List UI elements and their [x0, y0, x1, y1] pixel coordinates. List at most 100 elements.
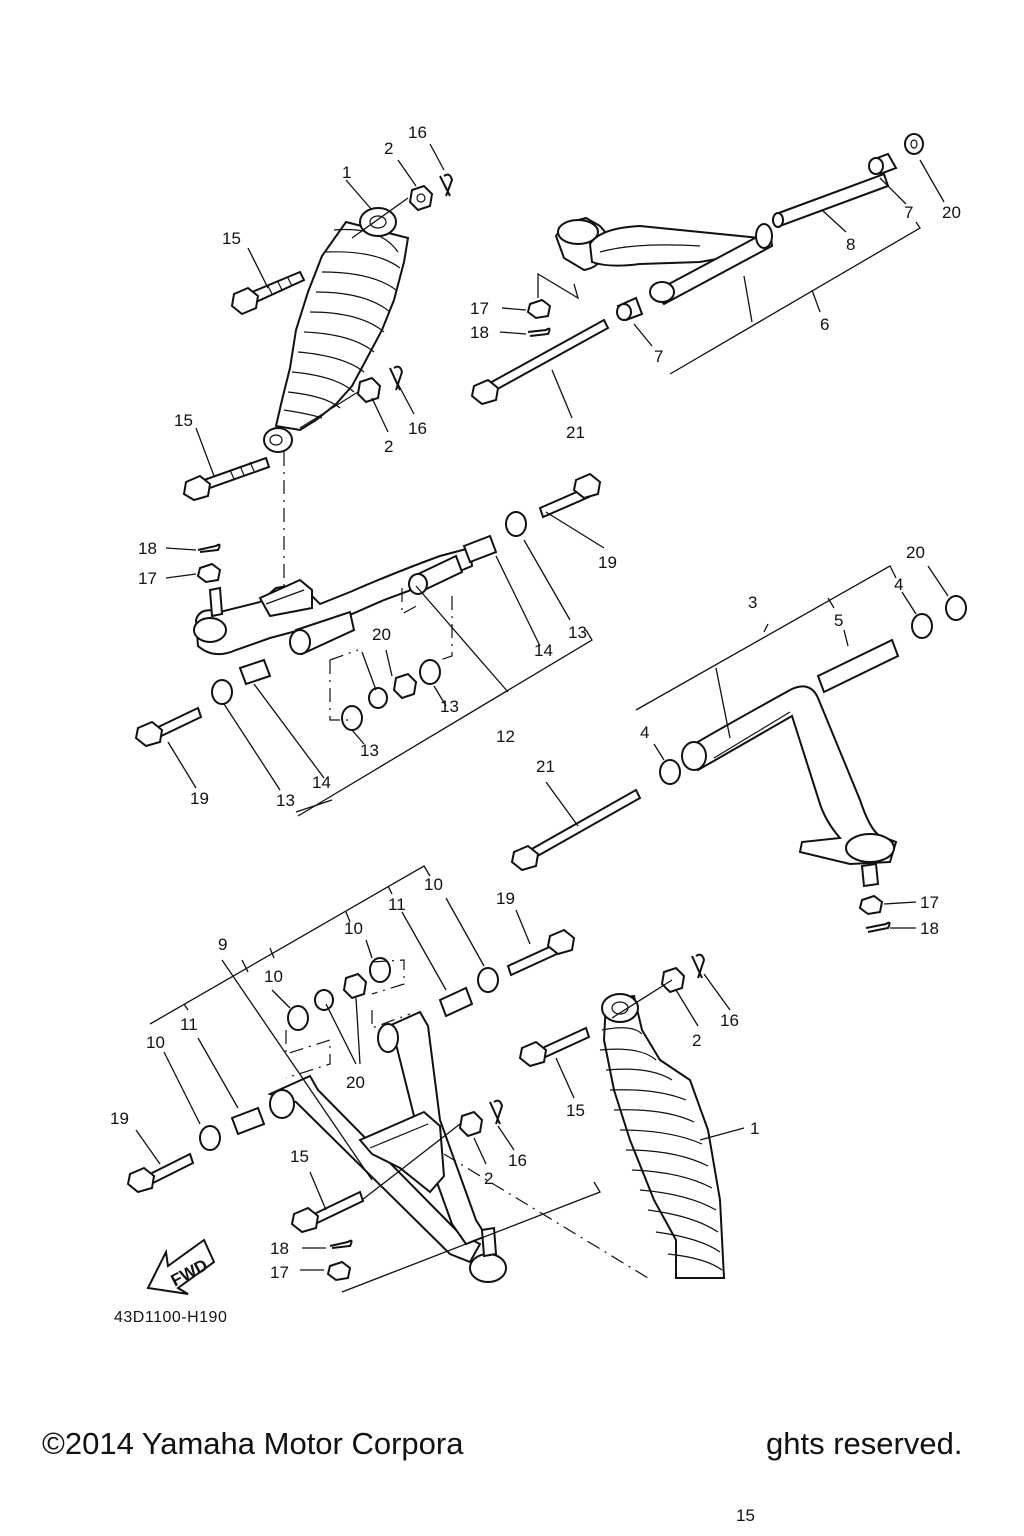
bush-10-right	[477, 967, 499, 993]
callout: 20	[346, 1073, 365, 1092]
callout: 13	[440, 697, 459, 716]
nut-2-mid	[356, 376, 382, 404]
callout: 15	[566, 1101, 585, 1120]
callout: 10	[264, 967, 283, 986]
callout: 19	[598, 553, 617, 572]
callout: 3	[748, 593, 757, 612]
bolt-15-lower-mid	[290, 1190, 365, 1234]
callout: 17	[270, 1263, 289, 1282]
footer-number: 15	[736, 1506, 755, 1525]
callout: 9	[218, 935, 227, 954]
callout: 12	[496, 727, 515, 746]
callout: 16	[720, 1011, 739, 1030]
part-code: 43D1100-H190	[114, 1309, 227, 1326]
callout: 7	[654, 347, 663, 366]
bush-13-left	[211, 679, 233, 705]
bush-4-right	[911, 613, 933, 639]
callout: 10	[146, 1033, 165, 1052]
bolt-15-lower	[182, 456, 271, 502]
callout: 2	[384, 139, 393, 158]
callout: 13	[276, 791, 295, 810]
callout: 18	[470, 323, 489, 342]
lower-arm-9	[267, 1010, 507, 1283]
upper-arm-6	[554, 133, 924, 322]
nut-2-lower-right	[660, 966, 686, 994]
bush-14-left	[238, 658, 272, 686]
callout: 11	[388, 895, 406, 914]
shock-absorber-upper	[263, 207, 410, 453]
nut-2-lower-mid	[458, 1110, 484, 1138]
callout: 14	[312, 773, 331, 792]
callout: 4	[640, 723, 649, 742]
nut-20-mid	[342, 972, 368, 1000]
washer-20-mid	[314, 989, 334, 1011]
callout: 2	[484, 1169, 493, 1188]
bolt-15-lower-right	[518, 1026, 591, 1068]
callout: 20	[942, 203, 961, 222]
callout: 19	[110, 1109, 129, 1128]
rod-5	[816, 638, 900, 694]
bolt-19-lower-left	[126, 1152, 195, 1194]
cotter-pin-18-top	[527, 327, 551, 337]
callout: 21	[536, 757, 555, 776]
callout: 4	[894, 575, 903, 594]
callout: 8	[846, 235, 855, 254]
nut-20-low	[392, 672, 418, 700]
callout-labels: 16 2 1 15 15 16 2 17 18 21 7 6 8 7 20 18…	[110, 123, 961, 1282]
cotter-pin-18-right	[865, 921, 891, 933]
bolt-21-top	[470, 318, 610, 406]
bush-10-mid	[287, 1005, 309, 1031]
callout: 16	[408, 419, 427, 438]
callout: 2	[692, 1031, 701, 1050]
bolt-19-left	[134, 706, 203, 748]
bush-10-lower-left	[199, 1125, 221, 1151]
callout: 1	[342, 163, 351, 182]
callout: 20	[372, 625, 391, 644]
bush-13-low	[341, 705, 363, 731]
nut-17-right	[858, 894, 884, 916]
bolt-21-mid	[510, 788, 642, 872]
shock-absorber-lower	[599, 993, 726, 1279]
nut-17-mid	[196, 562, 222, 584]
cotter-pin-16-lower-mid	[489, 1099, 504, 1125]
cotter-pin-16-top	[439, 173, 454, 197]
callout: 20	[906, 543, 925, 562]
callout: 15	[174, 411, 193, 430]
bush-10-top	[369, 957, 391, 983]
callout: 15	[222, 229, 241, 248]
lower-arm-12	[193, 546, 474, 656]
nut-17-top	[526, 298, 552, 320]
bush-4-left	[659, 759, 681, 785]
callout: 13	[360, 741, 379, 760]
bolt-19-lower-right	[506, 928, 576, 977]
cotter-pin-18-mid	[197, 543, 221, 553]
callout: 16	[508, 1151, 527, 1170]
callout: 14	[534, 641, 553, 660]
callout: 10	[424, 875, 443, 894]
callout: 6	[820, 315, 829, 334]
callout: 17	[138, 569, 157, 588]
nut-17-lower	[326, 1260, 352, 1282]
callout: 1	[750, 1119, 759, 1138]
bolt-19-right	[538, 472, 602, 519]
cotter-pin-16-mid	[389, 365, 404, 391]
nut-2-top	[408, 184, 434, 212]
callout: 11	[180, 1015, 198, 1034]
callout: 15	[290, 1147, 309, 1166]
cotter-pin-16-lower-right	[691, 953, 706, 979]
callout: 17	[470, 299, 489, 318]
copyright-text-right: ghts reserved.	[766, 1426, 963, 1461]
callout: 18	[920, 919, 939, 938]
callout: 21	[566, 423, 585, 442]
callout: 19	[496, 889, 515, 908]
callout: 7	[904, 203, 913, 222]
bush-13-mid	[505, 511, 527, 537]
callout: 2	[384, 437, 393, 456]
callout: 16	[408, 123, 427, 142]
callout: 10	[344, 919, 363, 938]
callout: 18	[270, 1239, 289, 1258]
bolt-15-upper	[230, 270, 306, 316]
callout: 18	[138, 539, 157, 558]
bush-11-right	[438, 986, 474, 1018]
